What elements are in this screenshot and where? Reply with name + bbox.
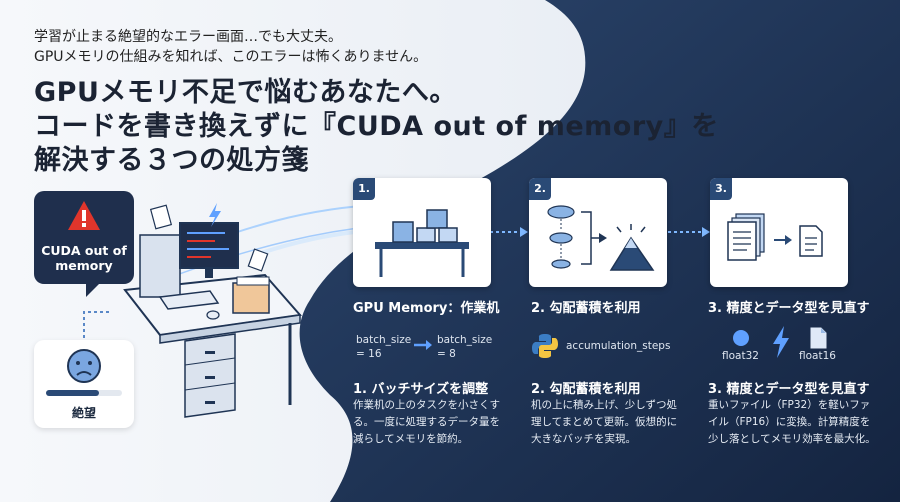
step-3-fp16-label: float16: [799, 350, 836, 362]
step-3-fp32-label: float32: [722, 350, 759, 362]
step-3-heading: 3. 精度とデータ型を見直す: [708, 382, 870, 397]
step-2-number: 2.: [529, 178, 551, 200]
step-2-heading: 2. 勾配蓄積を利用: [531, 382, 641, 397]
step-1-to-label-1: batch_size: [437, 334, 493, 346]
step-2-title: 2. 勾配蓄積を利用: [531, 301, 641, 316]
headline-line-1: GPUメモリ不足で悩むあなたへ。: [34, 77, 457, 108]
step-3-title: 3. 精度とデータ型を見直す: [708, 301, 870, 316]
step-1-title: GPU Memory：作業机: [353, 301, 500, 316]
step-2-desc-1: 机の上に積み上げ、少しずつ処: [531, 399, 678, 411]
sad-face-icon: [67, 349, 101, 383]
headline-line-3: 解決する３つの処方箋: [34, 145, 309, 176]
file-convert-icon: [727, 213, 823, 261]
headline-line-2: コードを書き換えずに『CUDA out of memory』を: [34, 111, 719, 142]
step-3-card: 3.: [710, 178, 848, 287]
step-3-desc-3: 少し落としてメモリ効率を最大化。: [708, 433, 876, 445]
python-icon: [532, 334, 558, 358]
step-1-number: 1.: [353, 178, 375, 200]
step-3-desc-1: 重いファイル（FP32）を軽いファ: [708, 399, 871, 411]
step-2-param-label: accumulation_steps: [566, 340, 671, 352]
step-2-card: 2.: [529, 178, 667, 287]
intro-line-2: GPUメモリの仕組みを知れば、このエラーは怖くありません。: [34, 49, 428, 65]
error-bubble: CUDA out of memory: [34, 191, 134, 284]
step-1-to-label-2: = 8: [437, 348, 456, 360]
arrow-right-icon: [414, 340, 432, 350]
step-1-from-label-1: batch_size: [356, 334, 412, 346]
step-1-from-label-2: = 16: [356, 348, 382, 360]
step-1-desc-2: る。一度に処理するデータ量を: [353, 416, 500, 428]
intro-line-1: 学習が止まる絶望的なエラー画面…でも大丈夫。: [34, 29, 342, 45]
gradient-accumulation-icon: [547, 205, 655, 271]
step-3-desc-2: イル（FP16）に変換。計算精度を: [708, 416, 871, 428]
despair-label: 絶望: [71, 406, 96, 420]
document-icon: [810, 327, 827, 349]
step-1-desc-1: 作業机の上のタスクを小さくす: [353, 399, 500, 411]
lightning-icon: [773, 326, 789, 358]
step-1-heading: 1. バッチサイズを調整: [353, 382, 489, 397]
despair-meter: [46, 390, 122, 396]
circle-icon: [733, 330, 749, 346]
step-1-desc-3: 減らしてメモリを節約。: [353, 433, 469, 445]
desk-boxes-icon: [375, 209, 469, 277]
step-2-desc-2: 理してまとめて更新。仮想的に: [531, 416, 678, 428]
desk-illustration: [123, 203, 302, 418]
step-1-card: 1.: [353, 178, 491, 287]
step-2-desc-3: 大きなバッチを実現。: [531, 433, 636, 445]
error-text: CUDA out of memory: [41, 243, 127, 273]
step-3-number: 3.: [710, 178, 732, 200]
error-bubble-tail: [86, 283, 100, 297]
warning-icon: [68, 201, 100, 230]
despair-card: 絶望: [34, 340, 134, 428]
